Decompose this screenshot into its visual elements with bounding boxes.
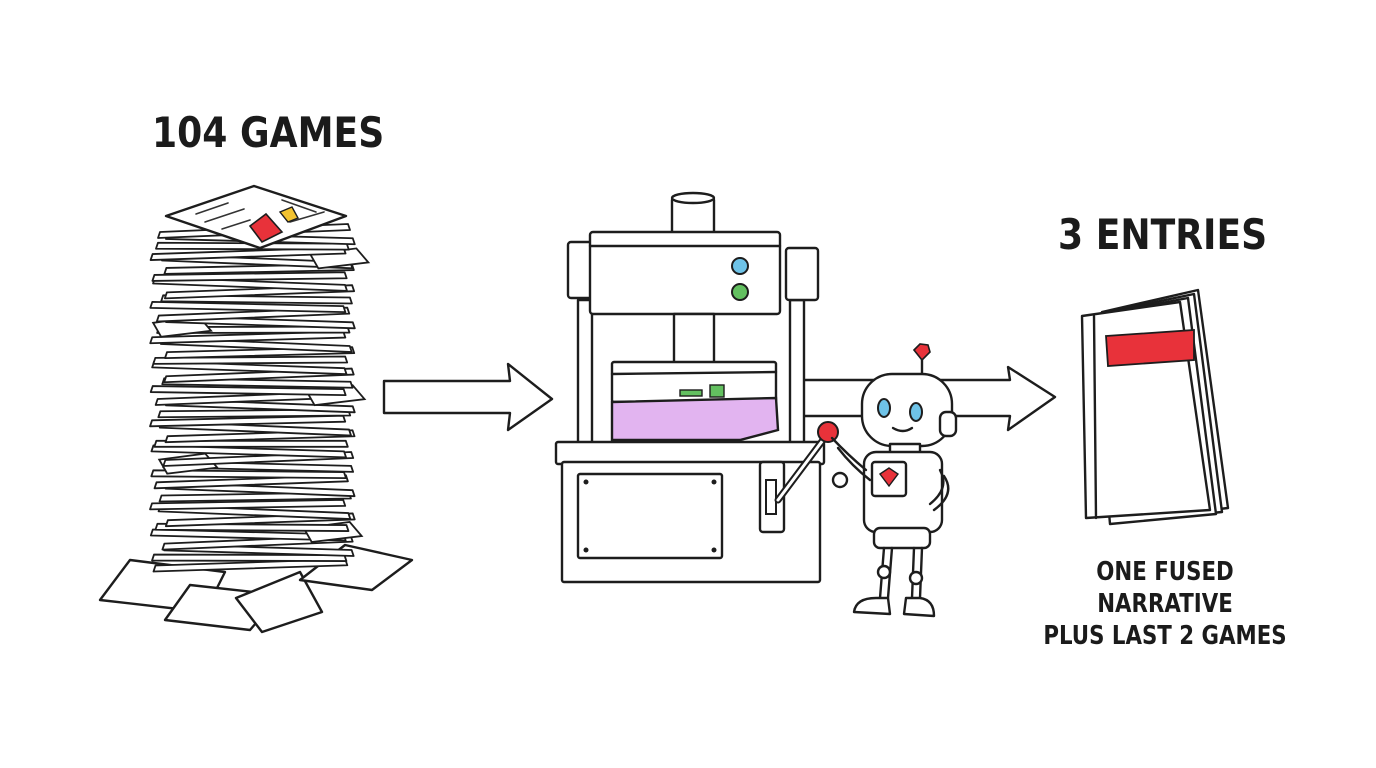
stacked-paper bbox=[149, 414, 347, 428]
stacked-paper bbox=[149, 385, 347, 397]
stacked-paper bbox=[150, 469, 347, 480]
paper-stack-icon bbox=[98, 184, 414, 634]
yellow-shape-icon bbox=[278, 206, 299, 223]
arrow-right-icon bbox=[382, 362, 554, 432]
caption-line-1: ONE FUSED NARRATIVE bbox=[1096, 557, 1234, 619]
stacked-paper bbox=[152, 355, 349, 365]
stacked-paper bbox=[153, 439, 349, 448]
red-gem-icon bbox=[248, 212, 284, 244]
indicator-blue-icon bbox=[731, 257, 749, 275]
caption-line-2: PLUS LAST 2 GAMES bbox=[1043, 621, 1287, 651]
lever-knob-icon bbox=[817, 421, 839, 443]
stacked-paper bbox=[151, 553, 348, 562]
top-paper bbox=[164, 184, 348, 250]
stacked-paper bbox=[151, 360, 348, 376]
purple-layer bbox=[610, 396, 780, 442]
output-caption: ONE FUSED NARRATIVE PLUS LAST 2 GAMES bbox=[1038, 556, 1292, 652]
stacked-paper bbox=[149, 528, 347, 542]
cover-label-icon bbox=[1105, 329, 1195, 367]
loose-paper bbox=[234, 570, 324, 634]
indicator-green-icon bbox=[731, 283, 749, 301]
booklet-icon bbox=[1080, 288, 1230, 526]
stacked-paper bbox=[151, 271, 348, 282]
stacked-paper bbox=[149, 300, 347, 314]
antenna-gem-icon bbox=[912, 343, 931, 362]
stacked-paper bbox=[149, 498, 347, 511]
output-count-label: 3 ENTRIES bbox=[1058, 210, 1268, 259]
stacked-paper bbox=[150, 444, 347, 459]
robot-icon bbox=[830, 343, 958, 618]
compression-press-icon bbox=[554, 191, 1057, 584]
chest-gem-icon bbox=[878, 467, 900, 488]
input-count-label: 104 GAMES bbox=[152, 108, 385, 157]
